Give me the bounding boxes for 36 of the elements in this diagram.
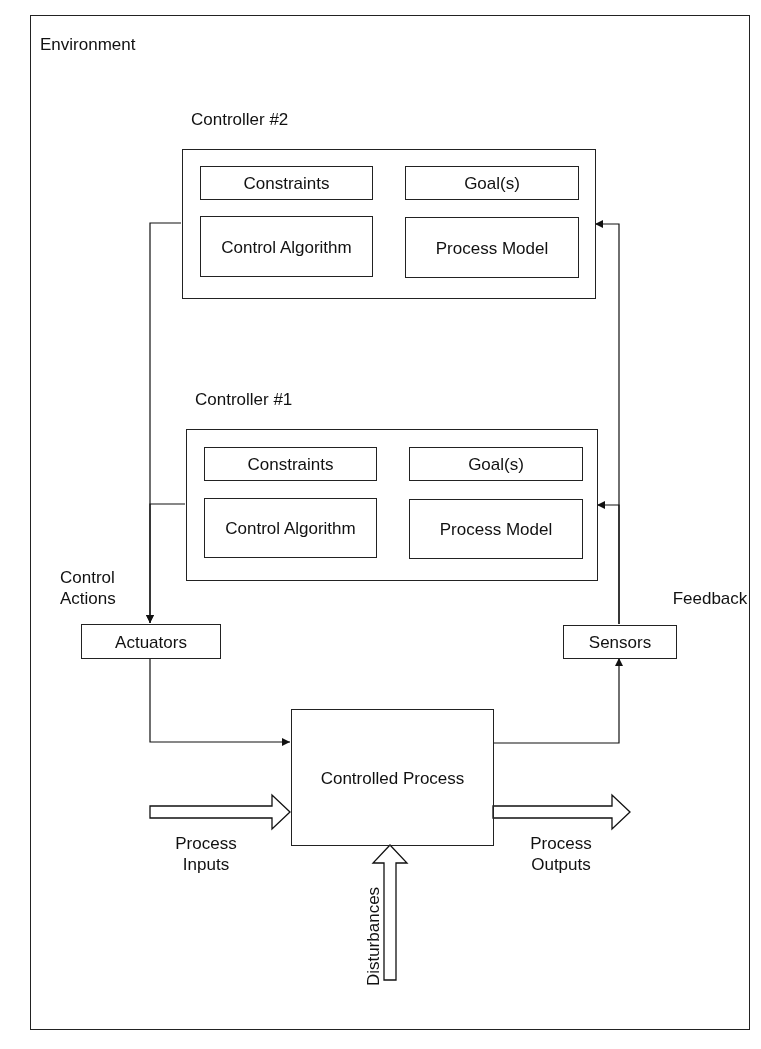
box-label: Constraints — [242, 172, 331, 194]
hollow-arrow — [492, 793, 631, 831]
box-label: Goal(s) — [463, 172, 521, 194]
controller-heading: Controller #2 — [191, 109, 289, 130]
arrow — [492, 657, 623, 744]
controller-heading: Controller #1 — [195, 389, 293, 410]
flow-label: Process Outputs — [529, 833, 593, 875]
process-box — [405, 217, 579, 278]
hollow-arrow — [371, 844, 409, 981]
box-label: Controlled Process — [319, 767, 466, 788]
process-box — [200, 166, 373, 200]
box-label: Control Algorithm — [220, 236, 353, 257]
flow-label: Process Inputs — [174, 833, 238, 875]
flow-label: Disturbances — [362, 885, 384, 989]
process-box — [405, 166, 579, 200]
box-label: Constraints — [246, 453, 335, 475]
arrow — [149, 657, 291, 746]
arrow — [594, 220, 620, 625]
box-label: Process Model — [434, 237, 550, 258]
annotation-label: Control Actions — [60, 567, 117, 609]
hollow-arrow — [149, 793, 291, 831]
process-box — [204, 498, 377, 558]
box-label: Sensors — [587, 631, 653, 653]
box-label: Control Algorithm — [224, 517, 357, 539]
process-box — [409, 499, 583, 559]
box-label: Process Model — [438, 518, 554, 540]
frame-title: Environment — [40, 34, 136, 55]
process-box — [409, 447, 583, 481]
arrow — [146, 503, 186, 624]
environment-frame — [30, 15, 750, 1030]
box-label: Goal(s) — [467, 453, 525, 475]
process-box — [291, 709, 494, 846]
process-box — [204, 447, 377, 481]
box-label: Actuators — [114, 631, 188, 652]
annotation-label: Feedback — [671, 588, 749, 609]
process-box — [200, 216, 373, 277]
